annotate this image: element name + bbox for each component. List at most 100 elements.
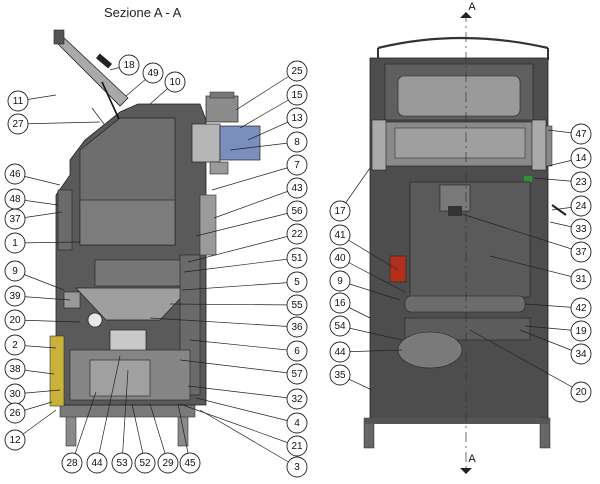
callout-number: 23 — [575, 177, 587, 188]
left-callout-27: 27 — [7, 113, 29, 135]
callout-circle — [4, 163, 26, 185]
right-callout-37: 37 — [570, 241, 592, 263]
callout-circle — [4, 232, 26, 254]
left-callout-3: 3 — [286, 456, 308, 478]
left-callout-10: 10 — [164, 71, 186, 93]
callout-number: 24 — [575, 201, 587, 212]
callout-circle — [164, 71, 186, 93]
callout-number: 53 — [116, 458, 128, 469]
front-insulation — [49, 335, 65, 407]
right-callout-42: 42 — [570, 297, 592, 319]
callout-circle — [4, 358, 26, 380]
ash-bowl — [397, 331, 463, 369]
callout-number: 26 — [9, 408, 21, 419]
callout-number: 17 — [334, 206, 346, 217]
side-panel — [199, 194, 217, 256]
left-callout-48: 48 — [4, 188, 26, 210]
callout-number: 4 — [294, 418, 300, 429]
left-callout-leader — [17, 121, 101, 125]
right-callout-leader — [339, 280, 401, 301]
callout-number: 41 — [334, 230, 346, 241]
left-callout-leader — [96, 355, 121, 464]
callout-circle — [4, 334, 26, 356]
callout-number: 15 — [291, 90, 303, 101]
left-callout-leader — [183, 257, 298, 273]
callout-number: 54 — [334, 321, 346, 332]
callout-number: 11 — [13, 96, 24, 107]
callout-circle — [286, 271, 308, 293]
air-duct — [209, 161, 229, 175]
left-callout-25: 25 — [286, 60, 308, 82]
left-callout-11: 11 — [7, 90, 29, 112]
left-callout-46: 46 — [4, 163, 26, 185]
right-callout-31: 31 — [570, 268, 592, 290]
callout-circle — [329, 292, 351, 314]
right-callout-leader — [339, 234, 399, 271]
section-title: Sezione A - A — [104, 5, 182, 20]
callout-number: 22 — [291, 229, 303, 240]
blue-air-box — [219, 125, 261, 161]
fan-housing — [191, 123, 221, 163]
left-callout-leader — [235, 70, 298, 111]
right-callout-41: 41 — [329, 224, 351, 246]
callout-circle — [329, 200, 351, 222]
left-callout-21: 21 — [286, 435, 308, 457]
left-callout-15: 15 — [286, 84, 308, 106]
lid-slot — [95, 53, 113, 69]
callout-circle — [4, 429, 26, 451]
left-callout-9: 9 — [4, 260, 26, 282]
right-callout-leader — [489, 255, 582, 280]
callout-number: 37 — [575, 247, 587, 258]
right-callout-leader — [519, 329, 582, 355]
callout-number: 14 — [575, 153, 587, 164]
callout-circle — [179, 452, 201, 474]
left-callout-49: 49 — [142, 62, 164, 84]
right-base — [364, 418, 550, 424]
callout-circle — [570, 218, 592, 240]
callout-number: 44 — [91, 458, 103, 469]
callout-circle — [286, 200, 308, 222]
left-callout-28: 28 — [61, 452, 83, 474]
left-callout-leader — [179, 403, 298, 447]
callout-circle — [286, 363, 308, 385]
callout-circle — [570, 171, 592, 193]
left-callout-13: 13 — [286, 107, 308, 129]
grate — [94, 259, 191, 287]
callout-number: 20 — [9, 315, 21, 326]
right-callout-17: 17 — [329, 200, 351, 222]
callout-circle — [329, 364, 351, 386]
callout-number: 39 — [9, 291, 21, 302]
callout-number: 55 — [291, 300, 303, 311]
callout-number: 57 — [291, 369, 303, 380]
green-sensor-right — [524, 176, 532, 182]
callout-number: 40 — [334, 253, 346, 264]
callout-circle — [4, 309, 26, 331]
callout-number: 32 — [291, 394, 303, 405]
left-callout-36: 36 — [286, 316, 308, 338]
callout-circle — [286, 294, 308, 316]
callout-circle — [4, 260, 26, 282]
right-callout-leader — [461, 213, 582, 253]
right-callout-20: 20 — [570, 381, 592, 403]
right-callout-leader — [339, 325, 403, 341]
callout-circle — [7, 113, 29, 135]
callout-number: 36 — [291, 322, 303, 333]
hopper-chamber — [79, 199, 176, 246]
callout-number: 48 — [9, 194, 21, 205]
callout-circle — [570, 241, 592, 263]
hopper-lid — [53, 35, 129, 107]
callout-circle — [286, 435, 308, 457]
callout-circle — [286, 154, 308, 176]
ash-pan — [89, 359, 151, 397]
callout-circle — [286, 60, 308, 82]
left-callout-26: 26 — [4, 402, 26, 424]
callout-number: 30 — [9, 389, 21, 400]
crank-handle — [545, 125, 553, 167]
left-callout-leader — [213, 187, 298, 219]
right-callout-23: 23 — [570, 171, 592, 193]
callout-number: 42 — [575, 303, 587, 314]
callout-number: 6 — [294, 346, 300, 357]
left-callout-22: 22 — [286, 223, 308, 245]
left-bracket — [371, 119, 387, 171]
